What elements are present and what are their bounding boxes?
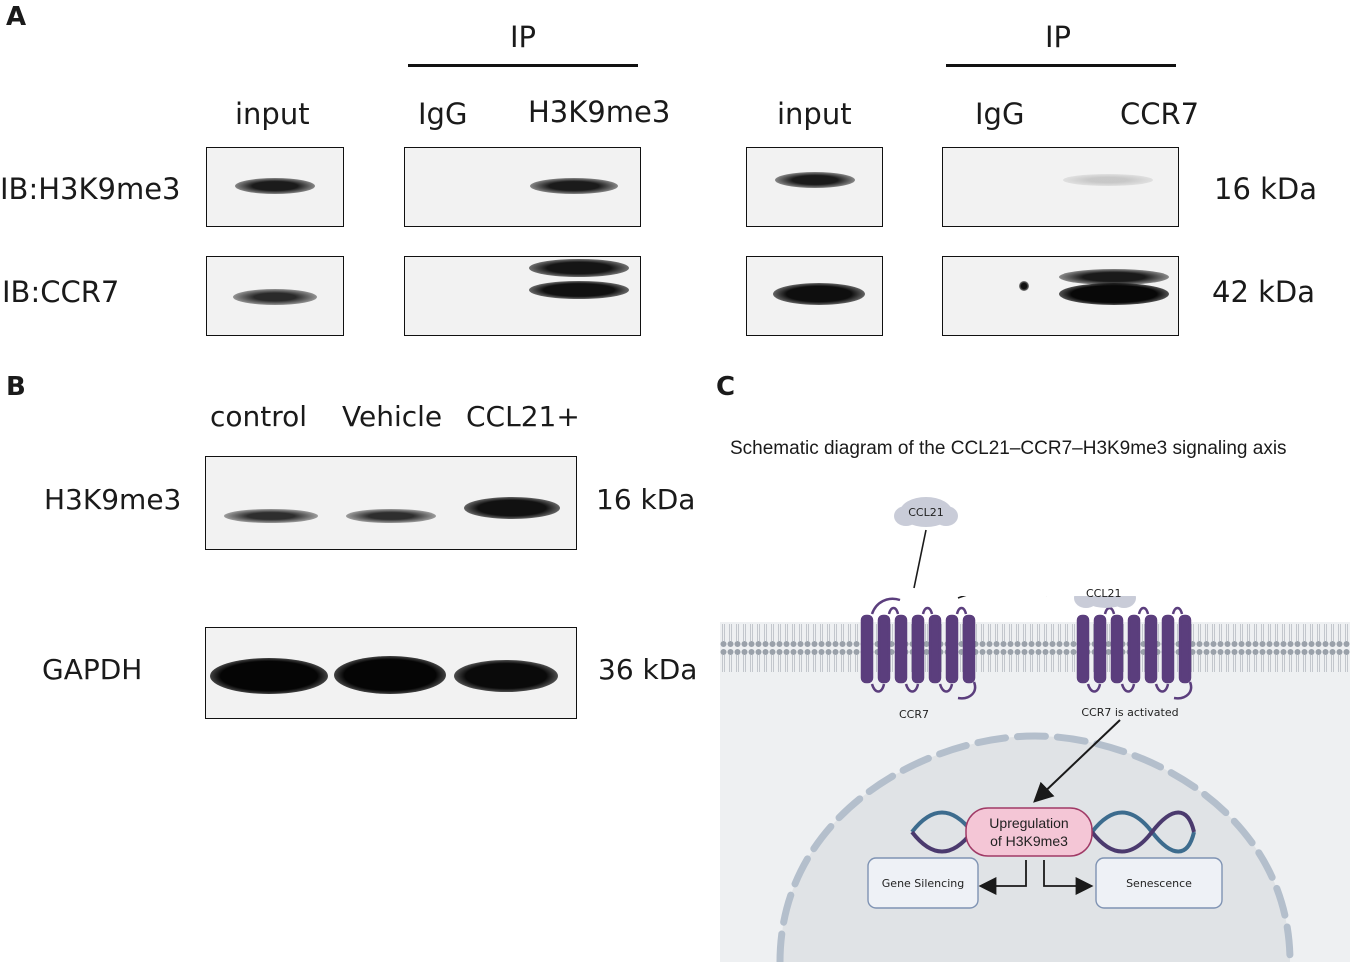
band: [1059, 283, 1169, 305]
nuclear-envelope: [776, 732, 1294, 962]
blot-a-h3k9me3-input-left: [206, 147, 344, 227]
gene-silencing-label: Gene Silencing: [882, 877, 964, 890]
band-dot: [1019, 281, 1029, 291]
panel-a-lane-igg-left: IgG: [418, 97, 468, 131]
upregulation-line2: of H3K9me3: [990, 833, 1068, 849]
activation-arrow: [957, 596, 1064, 599]
band: [530, 178, 618, 194]
panel-a-lane-input-right: input: [777, 97, 852, 131]
blot-b-h3k9me3: [205, 456, 577, 550]
band: [529, 281, 629, 299]
blot-a-h3k9me3-ip: [404, 147, 641, 227]
band: [775, 172, 855, 188]
arrow-to-gene-silencing: [978, 860, 1027, 895]
blot-a-h3k9me3-ip-ccr7: [942, 147, 1179, 227]
panel-b-lane-control: control: [210, 400, 308, 433]
panel-a-row-label-ccr7: IB:CCR7: [2, 275, 120, 309]
ccl21-label: CCL21: [908, 506, 944, 519]
ccr7-activated-label: CCR7 is activated: [1081, 706, 1178, 719]
panel-a-lane-input-left: input: [235, 97, 310, 131]
panel-a-lane-ccr7: CCR7: [1120, 97, 1200, 131]
ccr7-label: CCR7: [899, 708, 929, 721]
panel-a-right-ip-bracket: [946, 64, 1176, 67]
panel-b-lane-vehicle: Vehicle: [342, 400, 443, 433]
panel-a-letter: A: [6, 2, 27, 32]
panel-b-row-label-gapdh: GAPDH: [42, 653, 143, 686]
blot-b-gapdh: [205, 627, 577, 719]
upregulation-line1: Upregulation: [989, 815, 1068, 831]
blot-a-h3k9me3-input-right: [746, 147, 883, 227]
ccr7-receptor: [860, 597, 977, 700]
band: [235, 178, 315, 194]
panel-a-lane-h3k9me3: H3K9me3: [528, 95, 671, 129]
panel-a-lane-igg-right: IgG: [975, 97, 1025, 131]
arrow-to-senescence: [1043, 860, 1094, 895]
band: [464, 497, 560, 519]
panel-a-left-ip-bracket: [408, 64, 638, 67]
blot-a-ccr7-input-left: [206, 256, 344, 336]
senescence-box: [1095, 857, 1223, 909]
ccl21-bound-ligand: [1074, 596, 1136, 608]
panel-a-mw-16kda: 16 kDa: [1214, 172, 1318, 206]
band: [1059, 269, 1169, 285]
panel-b-lane-ccl21: CCL21+: [466, 400, 580, 433]
band: [773, 283, 865, 305]
blot-a-ccr7-input-right: [746, 256, 883, 336]
panel-c-title: Schematic diagram of the CCL21–CCR7–H3K9…: [730, 438, 1287, 459]
panel-b-mw-36kda: 36 kDa: [598, 653, 698, 686]
signaling-schematic: CCR7 CCR7 is activated Upregulation of H…: [720, 596, 1350, 962]
panel-b-row-label-h3k9me3: H3K9me3: [44, 483, 182, 516]
panel-b-letter: B: [6, 372, 26, 402]
band: [224, 509, 318, 523]
cell-membrane: [720, 620, 1350, 672]
band: [529, 259, 629, 277]
panel-a-left-ip-label: IP: [510, 20, 537, 54]
ccl21-bound-label: CCL21: [1086, 587, 1122, 600]
ligand-arrow: [913, 529, 927, 589]
blot-a-ccr7-ip: [404, 256, 641, 336]
panel-c-letter: C: [716, 372, 736, 402]
band: [334, 656, 446, 694]
panel-a-row-label-h3k9me3: IB:H3K9me3: [0, 172, 181, 206]
ccl21-free-ligand: [894, 497, 958, 527]
panel-a-mw-42kda: 42 kDa: [1212, 275, 1316, 309]
panel-b-mw-16kda: 16 kDa: [596, 483, 696, 516]
band: [346, 509, 436, 523]
ccr7-activated-receptor: [1076, 606, 1193, 700]
upregulation-node: [965, 807, 1093, 857]
senescence-label: Senescence: [1126, 877, 1192, 890]
band: [454, 660, 558, 692]
blot-a-ccr7-ip-ccr7: [942, 256, 1179, 336]
panel-a-right-ip-label: IP: [1045, 20, 1072, 54]
ccl21-free-ligand-group: CCL21: [894, 497, 958, 589]
gene-silencing-box: [867, 857, 979, 909]
band: [233, 289, 317, 305]
band: [210, 658, 328, 694]
signal-arrow: [1033, 719, 1121, 803]
band: [1063, 174, 1153, 186]
